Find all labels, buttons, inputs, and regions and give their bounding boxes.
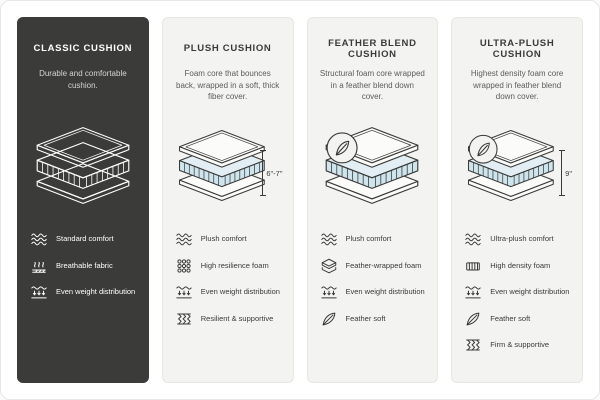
feature-item: Feather soft xyxy=(464,310,572,328)
weight-distribution-icon xyxy=(31,286,47,299)
feature-label: Resilient & supportive xyxy=(200,313,274,323)
feature-list: Standard comfort Breathable fabric Even … xyxy=(28,230,138,310)
feature-label: Standard comfort xyxy=(56,234,114,244)
feature-label: Ultra-plush comfort xyxy=(490,234,554,244)
card-title: CLASSIC CUSHION xyxy=(33,43,133,55)
feature-item: High density foam xyxy=(464,257,572,275)
cushion-layers-illustration xyxy=(36,126,130,204)
feature-label: High density foam xyxy=(490,260,551,270)
waves-icon xyxy=(176,233,192,246)
cushion-layers-feather-illustration xyxy=(326,126,419,204)
feature-list: Plush comfort Feather-wrapped foam Even … xyxy=(318,230,428,336)
density-foam-icon xyxy=(466,261,481,271)
card-description: Highest density foam core wrapped in fea… xyxy=(470,69,564,102)
cushion-diagram: 6"-7" xyxy=(173,114,283,216)
weight-distribution-icon xyxy=(176,286,192,299)
feature-label: Plush comfort xyxy=(200,234,247,244)
waves-icon xyxy=(31,233,47,246)
feature-item: Even weight distribution xyxy=(175,283,283,301)
feature-item: Even weight distribution xyxy=(464,283,572,301)
card-feather-blend-cushion: FEATHER BLEND CUSHION Structural foam co… xyxy=(306,17,439,383)
waves-icon xyxy=(320,233,337,246)
feature-label: Even weight distribution xyxy=(345,287,425,297)
feature-list: Ultra-plush comfort High density foam Ev… xyxy=(462,230,572,363)
card-description: Foam core that bounces back, wrapped in … xyxy=(176,69,280,102)
cushion-diagram: 9" xyxy=(462,114,572,216)
feature-label: Feather-wrapped foam xyxy=(345,260,422,270)
feature-item: Breathable fabric xyxy=(30,257,138,275)
ruler-line xyxy=(259,150,266,196)
feature-item: Resilient & supportive xyxy=(175,310,283,328)
feature-label: Feather soft xyxy=(490,313,531,323)
height-indicator: 6"-7" xyxy=(259,150,283,196)
feather-wrapped-foam-icon xyxy=(321,258,336,273)
card-title: ULTRA-PLUSH CUSHION xyxy=(479,37,555,60)
cushion-layers-feather-illustration xyxy=(468,129,555,201)
feature-item: Standard comfort xyxy=(30,230,138,248)
feature-label: Even weight distribution xyxy=(490,287,570,297)
feather-badge-icon xyxy=(469,134,498,164)
height-label: 9" xyxy=(565,168,572,178)
cushion-diagram xyxy=(28,114,138,216)
feature-item: Firm & supportive xyxy=(464,336,572,354)
height-indicator: 9" xyxy=(558,150,572,196)
feature-label: Firm & supportive xyxy=(490,340,550,350)
springs-icon xyxy=(466,339,481,351)
feature-label: Even weight distribution xyxy=(200,287,280,297)
waves-icon xyxy=(465,233,481,246)
resilience-foam-icon xyxy=(177,258,191,273)
feature-label: Plush comfort xyxy=(345,234,392,244)
card-ultra-plush-cushion: ULTRA-PLUSH CUSHION Highest density foam… xyxy=(451,17,583,383)
feather-icon xyxy=(322,312,335,325)
card-plush-cushion: PLUSH CUSHION Foam core that bounces bac… xyxy=(161,17,294,383)
feature-item: Plush comfort xyxy=(175,230,283,248)
feature-item: High resilience foam xyxy=(175,257,283,275)
card-description: Durable and comfortable cushion. xyxy=(39,69,127,90)
feature-label: High resilience foam xyxy=(200,260,269,270)
cushion-layers-illustration xyxy=(178,129,265,201)
feature-label: Feather soft xyxy=(345,313,386,323)
weight-distribution-icon xyxy=(465,286,481,299)
card-title: PLUSH CUSHION xyxy=(183,43,272,55)
height-label: 6"-7" xyxy=(266,168,283,178)
card-classic-cushion: CLASSIC CUSHION Durable and comfortable … xyxy=(17,17,149,383)
ruler-line xyxy=(558,150,565,196)
feather-badge-icon xyxy=(326,131,358,163)
springs-icon xyxy=(176,313,191,324)
feature-item: Even weight distribution xyxy=(320,283,428,301)
feature-item: Feather-wrapped foam xyxy=(320,257,428,275)
feature-label: Even weight distribution xyxy=(56,287,136,297)
card-title: FEATHER BLEND CUSHION xyxy=(328,37,417,60)
feature-item: Even weight distribution xyxy=(30,283,138,301)
feature-item: Feather soft xyxy=(320,310,428,328)
feature-item: Ultra-plush comfort xyxy=(464,230,572,248)
feather-icon xyxy=(466,312,480,325)
weight-distribution-icon xyxy=(320,286,337,299)
breathable-fabric-icon xyxy=(32,261,46,273)
card-description: Structural foam core wrapped in a feathe… xyxy=(319,69,425,102)
feature-item: Plush comfort xyxy=(320,230,428,248)
feature-list: Plush comfort High resilience foam Even … xyxy=(173,230,283,336)
feature-label: Breathable fabric xyxy=(56,260,113,270)
cushion-diagram xyxy=(318,114,428,216)
